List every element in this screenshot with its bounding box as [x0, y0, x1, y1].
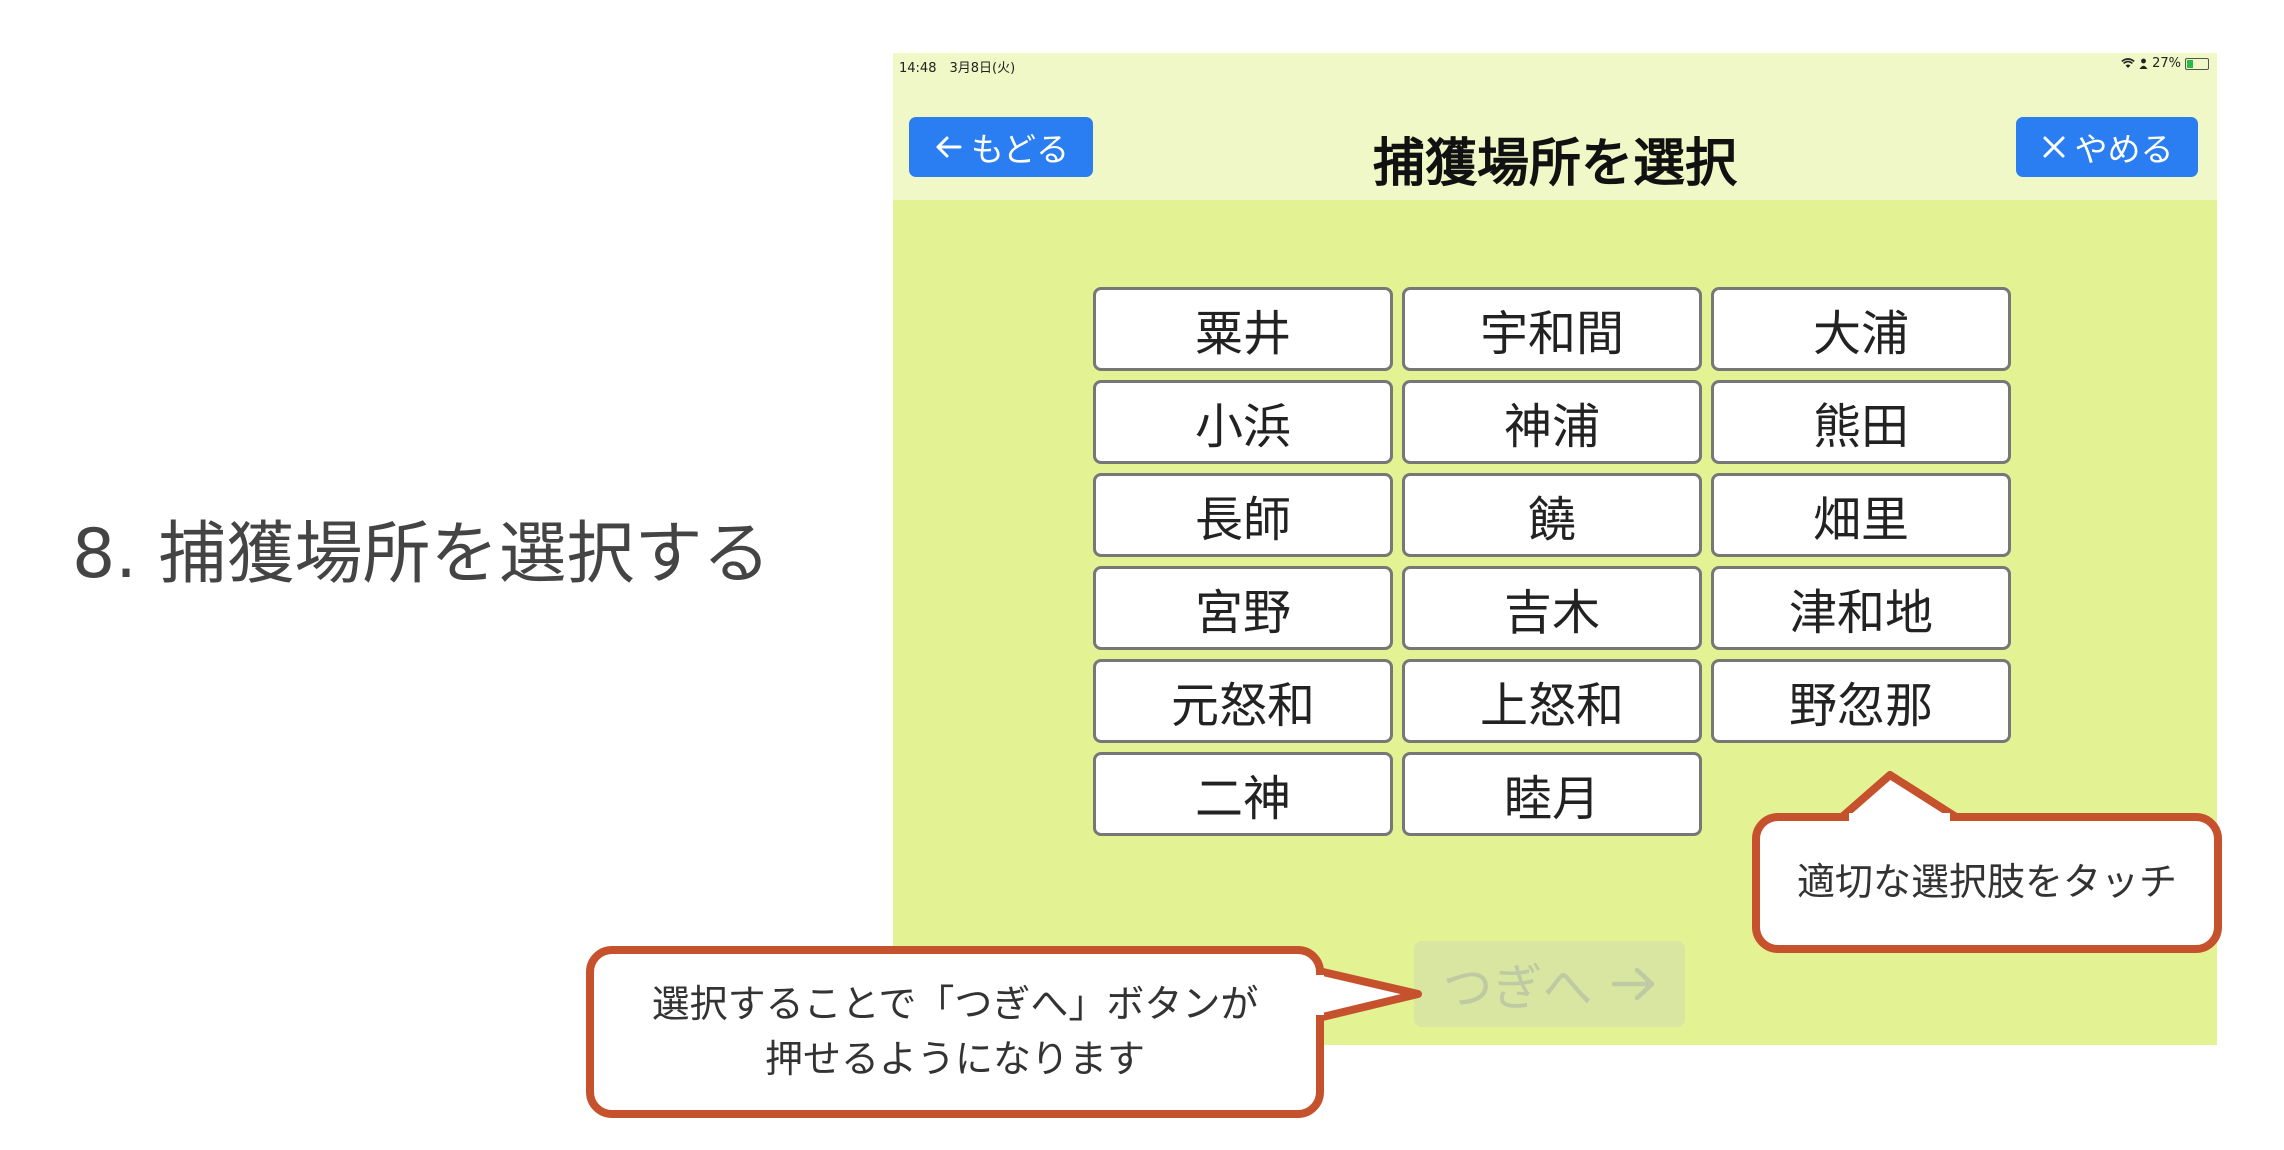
next-button-label: つぎへ — [1442, 959, 1593, 1017]
option-button[interactable]: 粟井 — [1093, 287, 1393, 371]
option-button[interactable]: 吉木 — [1402, 566, 1702, 650]
option-button[interactable]: 長師 — [1093, 473, 1393, 557]
person-icon — [2139, 58, 2148, 69]
back-button-label: もどる — [970, 130, 1070, 169]
option-button[interactable]: 大浦 — [1711, 287, 2011, 371]
wifi-icon — [2121, 58, 2135, 68]
step-title: 8. 捕獲場所を選択する — [72, 515, 771, 594]
back-button[interactable]: もどる — [909, 117, 1093, 177]
callout-next-hint: 選択することで「つぎへ」ボタンが 押せるようになります — [586, 946, 1324, 1118]
option-button[interactable]: 小浜 — [1093, 380, 1393, 464]
status-indicators: 27% — [2121, 56, 2209, 71]
location-options: 粟井 宇和間 大浦 小浜 神浦 熊田 長師 饒 畑里 宮野 吉木 津和地 元怒和… — [1093, 287, 2011, 836]
option-button[interactable]: 元怒和 — [1093, 659, 1393, 743]
tablet-screen: 14:48 3月8日(火) 27% もどる — [893, 53, 2217, 1045]
arrow-left-icon — [936, 136, 962, 158]
battery-percent: 27% — [2152, 56, 2181, 71]
next-button[interactable]: つぎへ — [1414, 941, 1685, 1027]
close-icon — [2043, 136, 2064, 158]
callout-next-text: 選択することで「つぎへ」ボタンが 押せるようになります — [652, 977, 1259, 1087]
option-button[interactable]: 二神 — [1093, 752, 1393, 836]
nav-bar: もどる 捕獲場所を選択 やめる — [893, 77, 2217, 200]
option-button[interactable]: 睦月 — [1402, 752, 1702, 836]
quit-button[interactable]: やめる — [2016, 117, 2198, 177]
option-button[interactable]: 神浦 — [1402, 380, 1702, 464]
option-button[interactable]: 上怒和 — [1402, 659, 1702, 743]
page-title: 捕獲場所を選択 — [1372, 134, 1737, 194]
option-button[interactable]: 饒 — [1402, 473, 1702, 557]
option-button[interactable]: 熊田 — [1711, 380, 2011, 464]
option-button[interactable]: 津和地 — [1711, 566, 2011, 650]
callout-select-hint: 適切な選択肢をタッチ — [1752, 813, 2222, 953]
arrow-right-icon — [1611, 967, 1654, 1001]
option-button[interactable]: 畑里 — [1711, 473, 2011, 557]
callout-select-text: 適切な選択肢をタッチ — [1796, 860, 2177, 905]
callout-next-line1: 選択することで「つぎへ」ボタンが — [651, 981, 1259, 1026]
callout-next-line2: 押せるようになります — [764, 1037, 1145, 1081]
quit-button-label: やめる — [2074, 130, 2174, 169]
battery-charging-icon — [2185, 57, 2209, 70]
option-button[interactable]: 野忽那 — [1711, 659, 2011, 743]
option-button[interactable]: 宮野 — [1093, 566, 1393, 650]
status-bar: 14:48 3月8日(火) 27% — [893, 53, 2217, 77]
status-time: 14:48 3月8日(火) — [899, 61, 1016, 76]
option-button[interactable]: 宇和間 — [1402, 287, 1702, 371]
